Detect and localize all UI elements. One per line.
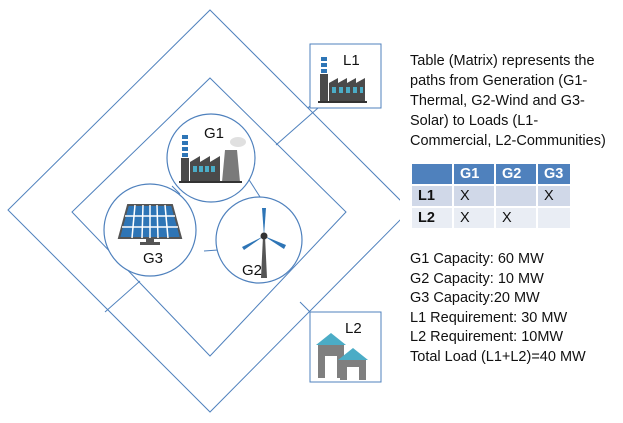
node-g3: G3 bbox=[103, 183, 197, 277]
g1-capacity: G1 Capacity: 60 MW bbox=[410, 251, 544, 267]
solar-panel-icon bbox=[117, 204, 183, 245]
matrix-cell bbox=[496, 186, 536, 206]
matrix-row-label: L2 bbox=[412, 208, 452, 228]
l2-label: L2 bbox=[345, 320, 362, 337]
path-g1-g3 bbox=[171, 185, 181, 195]
matrix-cell bbox=[538, 208, 570, 228]
matrix-cell: X bbox=[496, 208, 536, 228]
node-g1: G1 bbox=[166, 113, 256, 203]
power-network-diagram: G1 G3 G2 bbox=[7, 9, 400, 413]
thermal-plant-icon bbox=[179, 135, 246, 183]
path-l1-inner bbox=[275, 107, 319, 146]
g3-label: G3 bbox=[143, 250, 163, 267]
g2-label: G2 bbox=[242, 262, 262, 279]
inner-diamond bbox=[71, 77, 347, 357]
matrix-header-row: G1 G2 G3 bbox=[412, 164, 570, 184]
matrix-corner-header bbox=[412, 164, 452, 184]
node-l1: L1 bbox=[309, 43, 382, 109]
total-load: Total Load (L1+L2)=40 MW bbox=[410, 348, 586, 365]
l2-requirement: L2 Requirement: 10MW bbox=[410, 329, 564, 346]
path-l3-left bbox=[104, 280, 141, 313]
houses-icon bbox=[316, 333, 368, 380]
matrix-row-label: L1 bbox=[412, 186, 452, 206]
path-matrix-table: G1 G2 G3 L1 X X L2 X X bbox=[410, 162, 572, 230]
node-l2: L2 bbox=[309, 311, 382, 383]
l1-requirement: L1 Requirement: 30 MW bbox=[410, 309, 568, 326]
matrix-header-g1: G1 bbox=[454, 164, 494, 184]
matrix-header-g3: G3 bbox=[538, 164, 570, 184]
wind-turbine-icon bbox=[242, 208, 286, 278]
factory-icon bbox=[318, 57, 367, 103]
path-g2-g3 bbox=[203, 249, 219, 252]
matrix-header-g2: G2 bbox=[496, 164, 536, 184]
g2-capacity: G2 Capacity: 10 MW bbox=[410, 270, 544, 287]
matrix-row-l2: L2 X X bbox=[412, 208, 570, 228]
matrix-row-l1: L1 X X bbox=[412, 186, 570, 206]
matrix-cell: X bbox=[538, 186, 570, 206]
capacity-facts: G1 Capacity: 60 MW G2 Capacity: 10 MW G3… bbox=[410, 250, 586, 368]
node-g2: G2 bbox=[215, 196, 303, 284]
matrix-description: Table (Matrix) represents the paths from… bbox=[410, 53, 606, 149]
g1-label: G1 bbox=[204, 125, 224, 142]
g3-capacity: G3 Capacity:20 MW bbox=[410, 290, 540, 307]
l1-label: L1 bbox=[343, 52, 360, 69]
outer-diamond bbox=[7, 9, 400, 413]
matrix-cell: X bbox=[454, 208, 494, 228]
matrix-cell: X bbox=[454, 186, 494, 206]
